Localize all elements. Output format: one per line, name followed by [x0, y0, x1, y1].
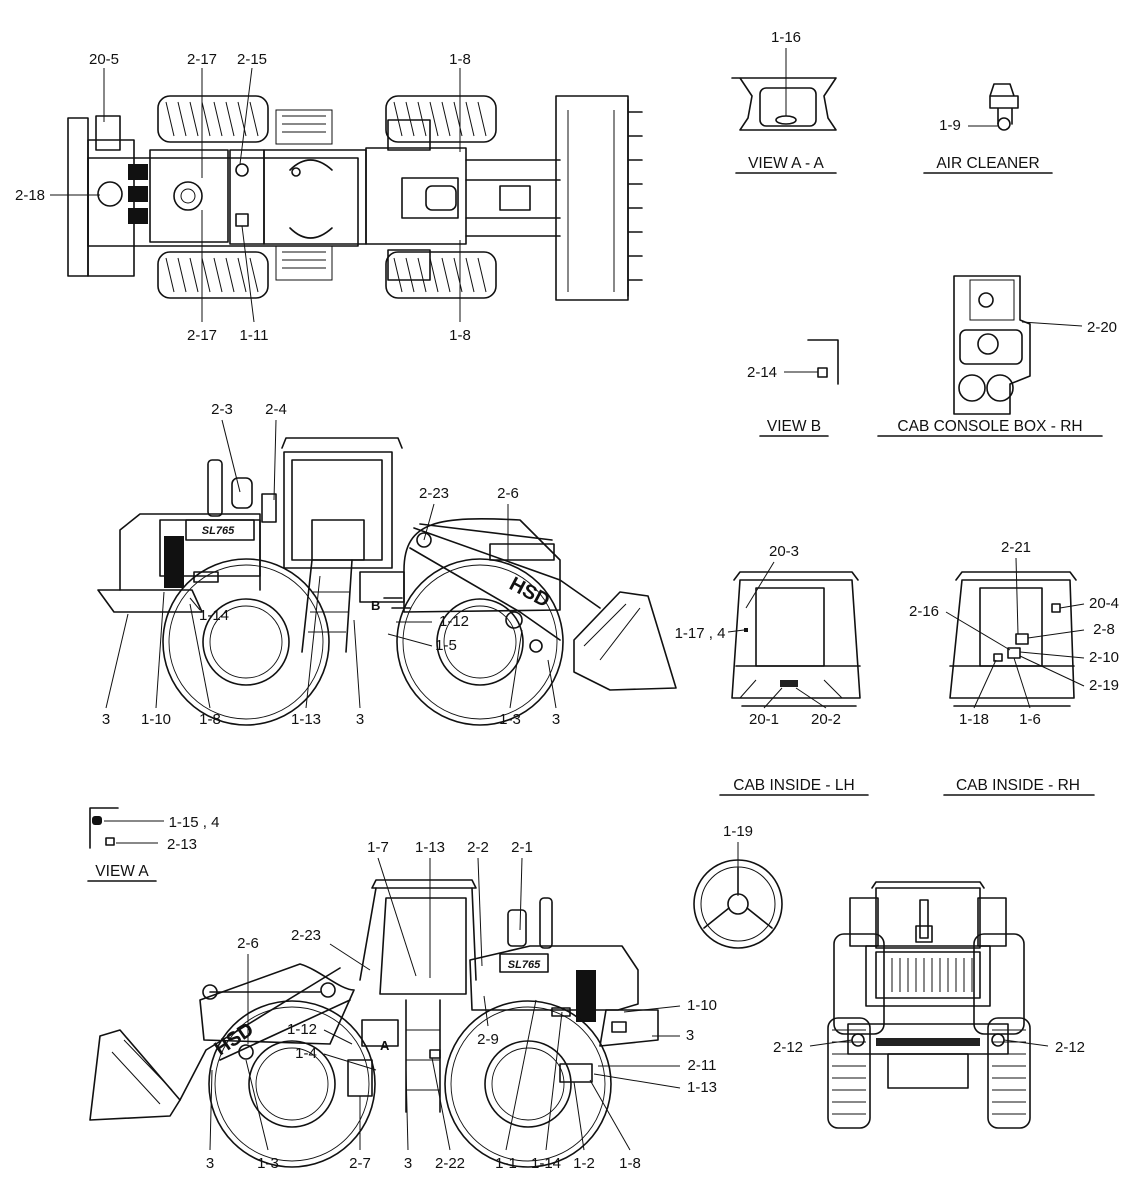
- view-aa: 1-16 VIEW A - A: [731, 29, 837, 174]
- callout: 2-14: [747, 364, 777, 381]
- callout: 3: [102, 711, 110, 728]
- callout: 2-19: [1089, 677, 1119, 694]
- callout: 1-2: [573, 1155, 595, 1172]
- callout: 2-12: [773, 1039, 803, 1056]
- right-side-view: SL765 A HSD: [89, 879, 659, 1168]
- callout: 2-12: [1055, 1039, 1085, 1056]
- model-decal-lh: SL765: [202, 525, 235, 537]
- right-side-labels: 1-7 1-13 2-2 2-1 2-6 2-23 1-10 3 1-12 1-…: [206, 839, 717, 1172]
- callout: 20-4: [1089, 595, 1119, 612]
- callout: 1-12: [439, 613, 469, 630]
- view-b-caption: VIEW B: [767, 418, 821, 435]
- front-view: 2-12 2-12: [773, 881, 1085, 1129]
- cab-console-caption: CAB CONSOLE BOX - RH: [897, 418, 1082, 435]
- cab-console-box: 2-20 CAB CONSOLE BOX - RH: [877, 275, 1117, 437]
- view-aa-caption: VIEW A - A: [748, 155, 824, 172]
- callout: 2-16: [909, 603, 939, 620]
- callout: 1-8: [449, 327, 471, 344]
- callout: 2-3: [211, 401, 233, 418]
- callout: 2-13: [167, 836, 197, 853]
- cab-inside-lh-caption: CAB INSIDE - LH: [733, 777, 854, 794]
- callout: 3: [404, 1155, 412, 1172]
- callout: 1-5: [435, 637, 457, 654]
- callout: 1-11: [240, 327, 269, 344]
- callout: 20-1: [749, 711, 779, 728]
- callout: 2-4: [265, 401, 287, 418]
- marker-a: A: [380, 1038, 390, 1053]
- callout: 2-8: [1093, 621, 1115, 638]
- callout: 2-23: [419, 485, 449, 502]
- callout: 1-4: [295, 1045, 317, 1062]
- view-b: 2-14 VIEW B: [747, 339, 839, 437]
- callout: 1-8: [449, 51, 471, 68]
- callout: 1-1: [495, 1155, 517, 1172]
- callout: 1-3: [499, 711, 521, 728]
- view-a: 1-15 , 4 2-13 VIEW A: [87, 807, 220, 882]
- cab-inside-lh: 20-3 1-17 , 4 20-1 20-2 CAB INSIDE - LH: [675, 543, 869, 796]
- callout: 2-6: [237, 935, 259, 952]
- callout: 3: [356, 711, 364, 728]
- callout: 2-15: [237, 51, 267, 68]
- callout: 2-21: [1001, 539, 1031, 556]
- callout: 2-10: [1089, 649, 1119, 666]
- callout: 1-14: [531, 1155, 561, 1172]
- left-side-view: SL765 B HSD: [97, 437, 677, 726]
- steering-wheel: 1-19: [693, 823, 783, 949]
- callout: 1-19: [723, 823, 753, 840]
- top-view-labels: 20-5 2-17 2-15 1-8 2-18 2-17 1-11 1-8: [15, 51, 471, 344]
- callout: 2-17: [187, 327, 217, 344]
- callout: 20-5: [89, 51, 119, 68]
- cab-inside-rh-caption: CAB INSIDE - RH: [956, 777, 1080, 794]
- top-view: [67, 95, 643, 301]
- callout: 1-18: [959, 711, 989, 728]
- callout: 2-9: [477, 1031, 499, 1048]
- callout: 2-22: [435, 1155, 465, 1172]
- left-side-labels: 2-3 2-4 2-23 2-6 1-14 1-12 1-5 3 1-10 1-…: [102, 401, 560, 728]
- callout: 2-17: [187, 51, 217, 68]
- cab-inside-rh: 2-21 2-16 20-4 2-8 2-10 2-19 1-18 1-6 CA…: [909, 539, 1119, 796]
- callout: 3: [206, 1155, 214, 1172]
- callout: 1-6: [1019, 711, 1041, 728]
- callout: 2-20: [1087, 319, 1117, 336]
- marker-b: B: [371, 598, 380, 613]
- air-cleaner-caption: AIR CLEANER: [936, 155, 1039, 172]
- callout: 3: [552, 711, 560, 728]
- model-decal-rh: SL765: [508, 959, 541, 971]
- callout: 1-13: [415, 839, 445, 856]
- callout: 2-6: [497, 485, 519, 502]
- callout: 2-1: [511, 839, 533, 856]
- callout: 2-11: [688, 1057, 717, 1074]
- view-a-caption: VIEW A: [95, 863, 149, 880]
- callout: 2-23: [291, 927, 321, 944]
- callout: 1-3: [257, 1155, 279, 1172]
- callout: 1-9: [939, 117, 961, 134]
- callout: 1-8: [199, 711, 221, 728]
- callout: 2-18: [15, 187, 45, 204]
- callout: 1-15 , 4: [169, 814, 220, 831]
- callout: 20-2: [811, 711, 841, 728]
- callout: 1-14: [199, 607, 229, 624]
- air-cleaner: 1-9 AIR CLEANER: [923, 83, 1053, 174]
- callout: 1-17 , 4: [675, 625, 726, 642]
- callout: 1-10: [141, 711, 171, 728]
- callout: 3: [686, 1027, 694, 1044]
- callout: 1-7: [367, 839, 389, 856]
- callout: 1-13: [687, 1079, 717, 1096]
- callout: 1-13: [291, 711, 321, 728]
- callout: 1-10: [687, 997, 717, 1014]
- callout: 1-12: [287, 1021, 317, 1038]
- callout: 1-16: [771, 29, 801, 46]
- callout: 20-3: [769, 543, 799, 560]
- callout: 2-7: [349, 1155, 371, 1172]
- callout: 1-8: [619, 1155, 641, 1172]
- callout: 2-2: [467, 839, 489, 856]
